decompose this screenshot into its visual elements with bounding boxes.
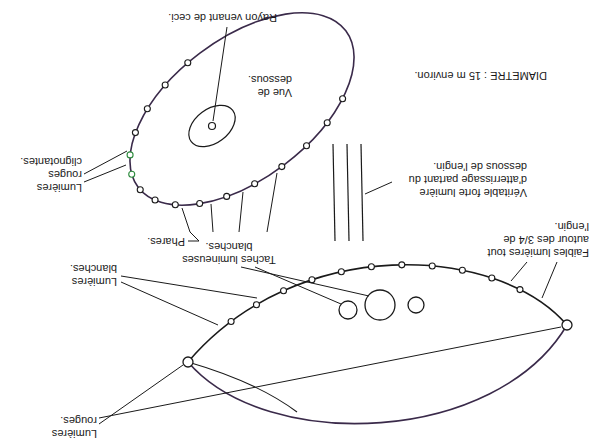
- edge-light: [489, 275, 495, 281]
- red-light: [183, 357, 193, 367]
- underside-light: [279, 164, 285, 170]
- underside-light: [127, 152, 133, 158]
- edge-light: [281, 288, 287, 294]
- light-spot: [408, 297, 424, 313]
- callout-label: Véritable forte lumière d'atterrissage p…: [377, 160, 527, 199]
- underside-light: [137, 187, 143, 193]
- underside-light: [324, 120, 330, 126]
- underside-light: [224, 193, 230, 199]
- leader-line: [121, 282, 218, 325]
- leader-line: [84, 151, 127, 174]
- edge-light: [517, 287, 523, 293]
- callout-label: Vue de dessous.: [230, 73, 292, 99]
- leader-line: [365, 182, 392, 194]
- leader-line: [188, 232, 199, 241]
- edge-light: [368, 264, 374, 270]
- underside-light: [252, 181, 258, 187]
- landing-beam: [347, 144, 349, 241]
- underside-light: [340, 96, 346, 102]
- callout-label: DIAMETRE : 15 m environ.: [367, 69, 547, 82]
- underside-light: [129, 171, 135, 177]
- edge-light: [338, 269, 344, 275]
- underside-light: [304, 143, 310, 149]
- leader-line: [84, 165, 126, 182]
- callout-label: Taches lumineuses blanches.: [179, 240, 279, 266]
- craft-inner-line: [188, 362, 297, 412]
- ray-source: [209, 123, 216, 130]
- underside-light: [162, 82, 168, 88]
- leader-line: [99, 327, 561, 418]
- leader-line: [511, 262, 527, 281]
- callout-label: Lumières blanches.: [47, 262, 117, 288]
- edge-light: [309, 277, 315, 283]
- leader-line: [267, 173, 277, 232]
- underside-light: [185, 60, 191, 66]
- callout-label: Rayon venant de ceci.: [157, 11, 277, 24]
- underside-ring: [181, 97, 243, 155]
- callout-label: Lumières rouges.: [27, 414, 97, 440]
- underside-light: [144, 106, 150, 112]
- light-spot: [365, 290, 395, 320]
- edge-light: [459, 267, 465, 273]
- edge-light: [399, 262, 405, 268]
- leader-line: [211, 204, 213, 232]
- callout-label: Lumières rouges clignotantes.: [8, 155, 82, 194]
- edge-light: [429, 263, 435, 269]
- edge-light: [253, 302, 259, 308]
- underside-light: [197, 201, 203, 207]
- landing-beam: [361, 144, 363, 241]
- leader-line: [239, 192, 243, 232]
- underside-light: [132, 130, 138, 136]
- craft-lower-edge: [188, 265, 567, 362]
- underside-light: [152, 197, 158, 203]
- leader-line: [182, 208, 190, 232]
- leader-line: [241, 267, 369, 296]
- callout-label: Phares.: [125, 235, 185, 248]
- leader-line: [542, 262, 557, 298]
- callout-label: Faibles lumières tout autour des 3/4 de …: [471, 220, 589, 259]
- light-spot: [339, 301, 357, 319]
- red-light: [562, 320, 572, 330]
- leader-line: [213, 27, 227, 121]
- underside-light: [172, 202, 178, 208]
- leader-line: [121, 276, 257, 298]
- edge-light: [228, 319, 234, 325]
- craft-underside: [96, 0, 388, 243]
- landing-beam: [333, 144, 335, 241]
- craft-dome: [188, 325, 567, 424]
- leader-line: [255, 267, 341, 304]
